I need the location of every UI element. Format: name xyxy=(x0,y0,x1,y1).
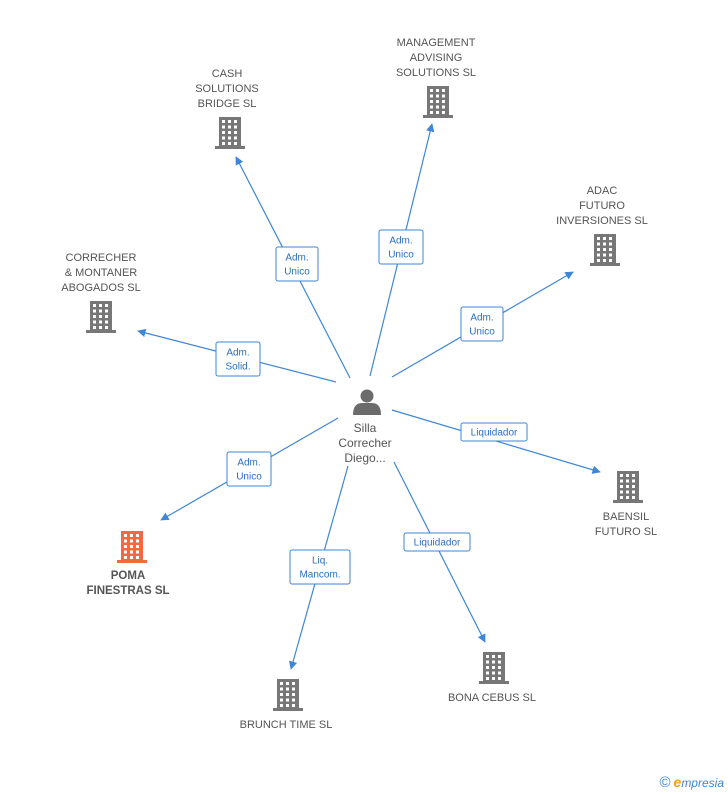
center-person-node[interactable]: SillaCorrecherDiego... xyxy=(338,389,392,466)
company-name-line: BAENSIL xyxy=(603,511,649,523)
company-name-line: SOLUTIONS xyxy=(195,83,259,95)
building-icon xyxy=(423,86,453,118)
relation-text: Unico xyxy=(388,250,414,261)
relation-text: Adm. xyxy=(470,313,493,324)
relation-text: Adm. xyxy=(226,348,249,359)
relation-label-poma-finestras[interactable]: Adm. Unico xyxy=(226,451,272,487)
relation-text: Unico xyxy=(469,327,495,338)
center-name-line: Diego... xyxy=(344,451,385,465)
relation-label-cash-solutions[interactable]: Adm. Unico xyxy=(275,246,319,282)
company-name-line: BRUNCH TIME SL xyxy=(240,719,333,731)
company-node-cash-solutions[interactable]: CASH SOLUTIONS BRIDGE SL xyxy=(195,68,259,149)
edge-labels-layer: Adm.UnicoAdm.UnicoAdm.UnicoAdm.Solid.Liq… xyxy=(215,229,528,585)
building-icon xyxy=(273,679,303,711)
nodes-layer: CASH SOLUTIONS BRIDGE SL MANAGEMENT ADVISING… xyxy=(61,37,657,731)
company-node-correcher-montaner[interactable]: CORRECHER & MONTANER ABOGADOS SL xyxy=(61,252,141,333)
company-node-bona-cebus[interactable]: BONA CEBUS SL xyxy=(448,652,536,704)
company-name-line: POMA xyxy=(111,570,146,582)
relation-label-bona-cebus[interactable]: Liquidador xyxy=(403,532,471,552)
relation-text: Mancom. xyxy=(299,570,340,581)
relation-text: Liquidador xyxy=(471,428,518,439)
company-name-line: SOLUTIONS SL xyxy=(396,67,476,79)
company-name-line: ADVISING xyxy=(410,52,463,64)
company-name-line: & MONTANER xyxy=(65,267,138,279)
relation-text: Adm. xyxy=(389,236,412,247)
relation-text: Solid. xyxy=(225,362,250,373)
relation-box xyxy=(403,532,471,552)
relation-box xyxy=(275,246,319,282)
company-name-line: MANAGEMENT xyxy=(397,37,476,49)
building-icon xyxy=(215,117,245,149)
company-node-poma-finestras[interactable]: POMA FINESTRAS SL xyxy=(86,531,170,597)
relation-text: Liq. xyxy=(312,556,328,567)
relation-text: Liquidador xyxy=(414,538,461,549)
relation-box xyxy=(378,229,424,265)
relation-text: Adm. xyxy=(285,253,308,264)
relation-text: Unico xyxy=(236,472,262,483)
building-icon xyxy=(479,652,509,684)
relation-box xyxy=(215,341,261,377)
relation-label-correcher-montaner[interactable]: Adm. Solid. xyxy=(215,341,261,377)
relation-box xyxy=(460,306,504,342)
copyright-icon: © xyxy=(659,774,671,791)
center-name-line: Silla xyxy=(354,421,377,435)
building-icon xyxy=(590,234,620,266)
company-name-line: FINESTRAS SL xyxy=(86,585,169,597)
relation-box xyxy=(460,422,528,442)
relation-label-adac-futuro[interactable]: Adm. Unico xyxy=(460,306,504,342)
company-name-line: BRIDGE SL xyxy=(198,98,257,110)
relation-box xyxy=(289,549,351,585)
company-name-line: INVERSIONES SL xyxy=(556,215,648,227)
company-node-adac-futuro[interactable]: ADAC FUTURO INVERSIONES SL xyxy=(556,185,648,266)
center-name-line: Correcher xyxy=(338,436,391,450)
company-name-line: FUTURO SL xyxy=(595,526,657,538)
company-node-brunch-time[interactable]: BRUNCH TIME SL xyxy=(240,679,333,731)
person-icon xyxy=(353,389,381,415)
brand-name: mpresia xyxy=(681,776,724,790)
relation-text: Unico xyxy=(284,267,310,278)
company-name-line: ABOGADOS SL xyxy=(61,282,140,294)
company-name-line: BONA CEBUS SL xyxy=(448,692,536,704)
building-icon xyxy=(613,471,643,503)
relation-label-management-advising[interactable]: Adm. Unico xyxy=(378,229,424,265)
company-name-line: CASH xyxy=(212,68,243,80)
relation-box xyxy=(226,451,272,487)
company-name-line: ADAC xyxy=(587,185,618,197)
company-name-line: FUTURO xyxy=(579,200,625,212)
relation-label-baensil-futuro[interactable]: Liquidador xyxy=(460,422,528,442)
relation-label-brunch-time[interactable]: Liq. Mancom. xyxy=(289,549,351,585)
footer-brand: ©empresia xyxy=(659,774,724,791)
edge-bona-cebus xyxy=(393,461,486,643)
company-node-baensil-futuro[interactable]: BAENSIL FUTURO SL xyxy=(595,471,657,538)
brand-initial: e xyxy=(673,774,682,790)
company-node-management-advising[interactable]: MANAGEMENT ADVISING SOLUTIONS SL xyxy=(396,37,476,118)
building-icon xyxy=(117,531,147,563)
building-icon xyxy=(86,301,116,333)
relation-text: Adm. xyxy=(237,458,260,469)
company-name-line: CORRECHER xyxy=(66,252,137,264)
